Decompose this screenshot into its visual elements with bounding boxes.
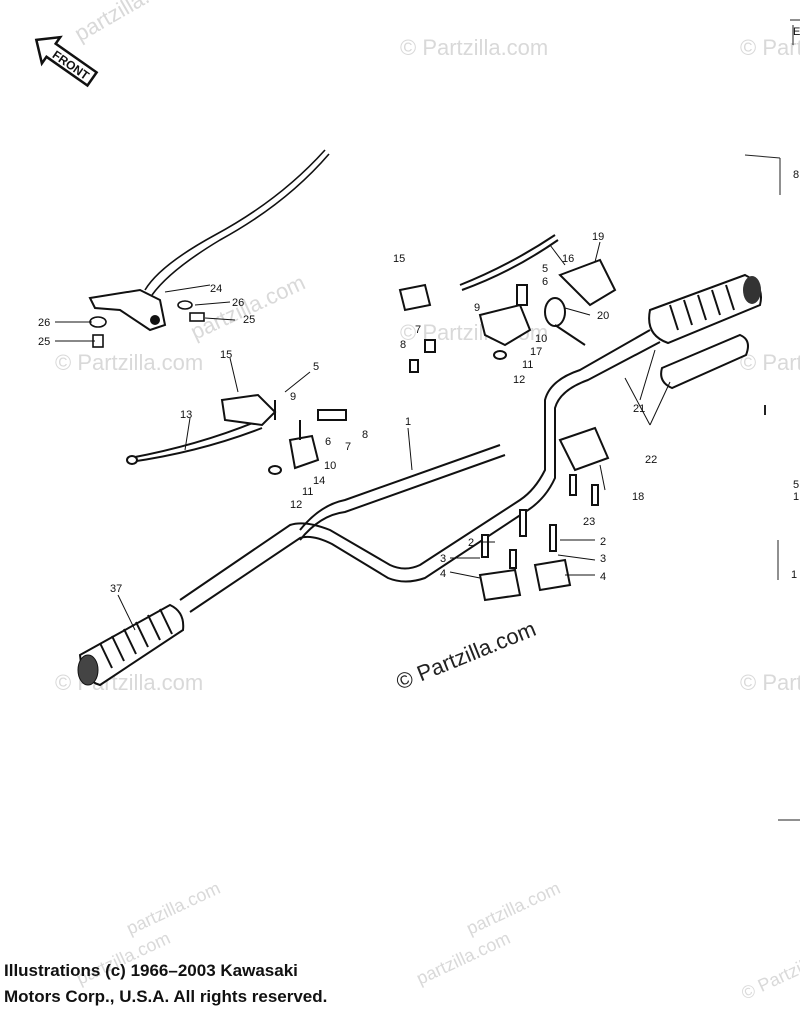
watermark-bottom-center: partzilla.com: [413, 928, 513, 989]
callout-11-left: 11: [302, 486, 313, 498]
callout-15-left: 15: [220, 349, 232, 361]
watermark-left-mid: © Partzilla.com: [55, 350, 203, 375]
left-lever-assembly: [126, 393, 347, 475]
holder-18: [558, 426, 610, 506]
callout-6-left: 6: [325, 436, 331, 448]
edge-mark-1b: 1: [791, 569, 797, 581]
watermark-right-mid: © Partzilla: [740, 350, 800, 375]
callout-15-top: 15: [393, 253, 405, 265]
watermark-left-low: © Partzilla.com: [55, 670, 203, 695]
callout-9-right: 9: [474, 302, 480, 314]
handlebar: [179, 329, 661, 613]
watermark-top-right: © Partzilla: [740, 35, 800, 60]
callout-14: 14: [313, 475, 325, 487]
callout-8-left: 8: [362, 429, 368, 441]
callout-4-right: 4: [600, 571, 606, 583]
callout-20: 20: [597, 310, 609, 322]
callout-2-right: 2: [600, 536, 606, 548]
callout-22: 22: [645, 454, 657, 466]
callout-26-left: 26: [38, 317, 50, 329]
watermark-bottom-right: © Partzilla: [738, 950, 800, 1003]
watermark-left-upper: partzilla.com: [187, 270, 309, 345]
watermark-top-left: partzilla.com: [70, 0, 189, 46]
callout-19: 19: [592, 231, 604, 243]
callout-37: 37: [110, 583, 122, 595]
right-lever-assembly: [459, 234, 617, 360]
callout-12-left: 12: [290, 499, 302, 511]
callout-2-left: 2: [468, 537, 474, 549]
callout-10-right: 10: [535, 333, 547, 345]
watermark-lower-center: partzilla.com: [463, 878, 563, 939]
copyright-notice: Illustrations (c) 1966–2003 Kawasaki Mot…: [4, 958, 424, 1010]
callout-3-left: 3: [440, 553, 446, 565]
copyright-line-1: Illustrations (c) 1966–2003 Kawasaki: [4, 961, 298, 980]
callout-21: 21: [633, 403, 645, 415]
callout-1: 1: [405, 416, 411, 428]
callout-5-left: 5: [313, 361, 319, 373]
callout-11-right: 11: [522, 359, 533, 371]
callout-16: 16: [562, 253, 574, 265]
callouts: 1 2 2 3 3 4 4 5 5 6 6 7 7 8 8 9 9 10 10 …: [38, 231, 657, 595]
callout-17: 17: [530, 346, 542, 358]
handlebar-clamps: [478, 509, 572, 602]
switch-15: [398, 283, 436, 373]
right-grip: [648, 273, 762, 390]
callout-10-left: 10: [324, 460, 336, 472]
callout-3-right: 3: [600, 553, 606, 565]
callout-18: 18: [632, 491, 644, 503]
watermark-right-low: © Partzilla: [740, 670, 800, 695]
left-grip: [77, 603, 185, 687]
callout-7-top: 7: [415, 324, 421, 336]
bolts-24-26: [89, 300, 205, 348]
callout-25-left: 25: [38, 336, 50, 348]
callout-23: 23: [583, 516, 595, 528]
watermark-dark-center: © Partzilla.com: [393, 616, 540, 695]
callout-12-right: 12: [513, 374, 525, 386]
callout-25-right: 25: [243, 314, 255, 326]
callout-13: 13: [180, 409, 192, 421]
callout-7-left: 7: [345, 441, 351, 453]
leader-lines: [55, 241, 671, 631]
callout-9-left: 9: [290, 391, 296, 403]
edge-marks: [744, 19, 800, 821]
callout-4-left: 4: [440, 568, 446, 580]
clutch-bracket: [88, 288, 167, 332]
clutch-cable: [144, 149, 330, 296]
watermark-lower-left: partzilla.com: [123, 878, 223, 939]
callout-8-top: 8: [400, 339, 406, 351]
watermark-top-center: © Partzilla.com: [400, 35, 548, 60]
edge-mark-e: E: [793, 26, 800, 38]
edge-mark-1a: 1: [793, 491, 799, 503]
callout-24: 24: [210, 283, 222, 295]
edge-mark-5: 5: [793, 479, 799, 491]
copyright-line-2: Motors Corp., U.S.A. All rights reserved…: [4, 987, 328, 1006]
callout-5-right: 5: [542, 263, 548, 275]
edge-mark-8: 8: [793, 169, 799, 181]
callout-6-right: 6: [542, 276, 548, 288]
callout-26-right: 26: [232, 297, 244, 309]
watermarks: © Partzilla.com © Partzilla partzilla.co…: [55, 0, 800, 1004]
